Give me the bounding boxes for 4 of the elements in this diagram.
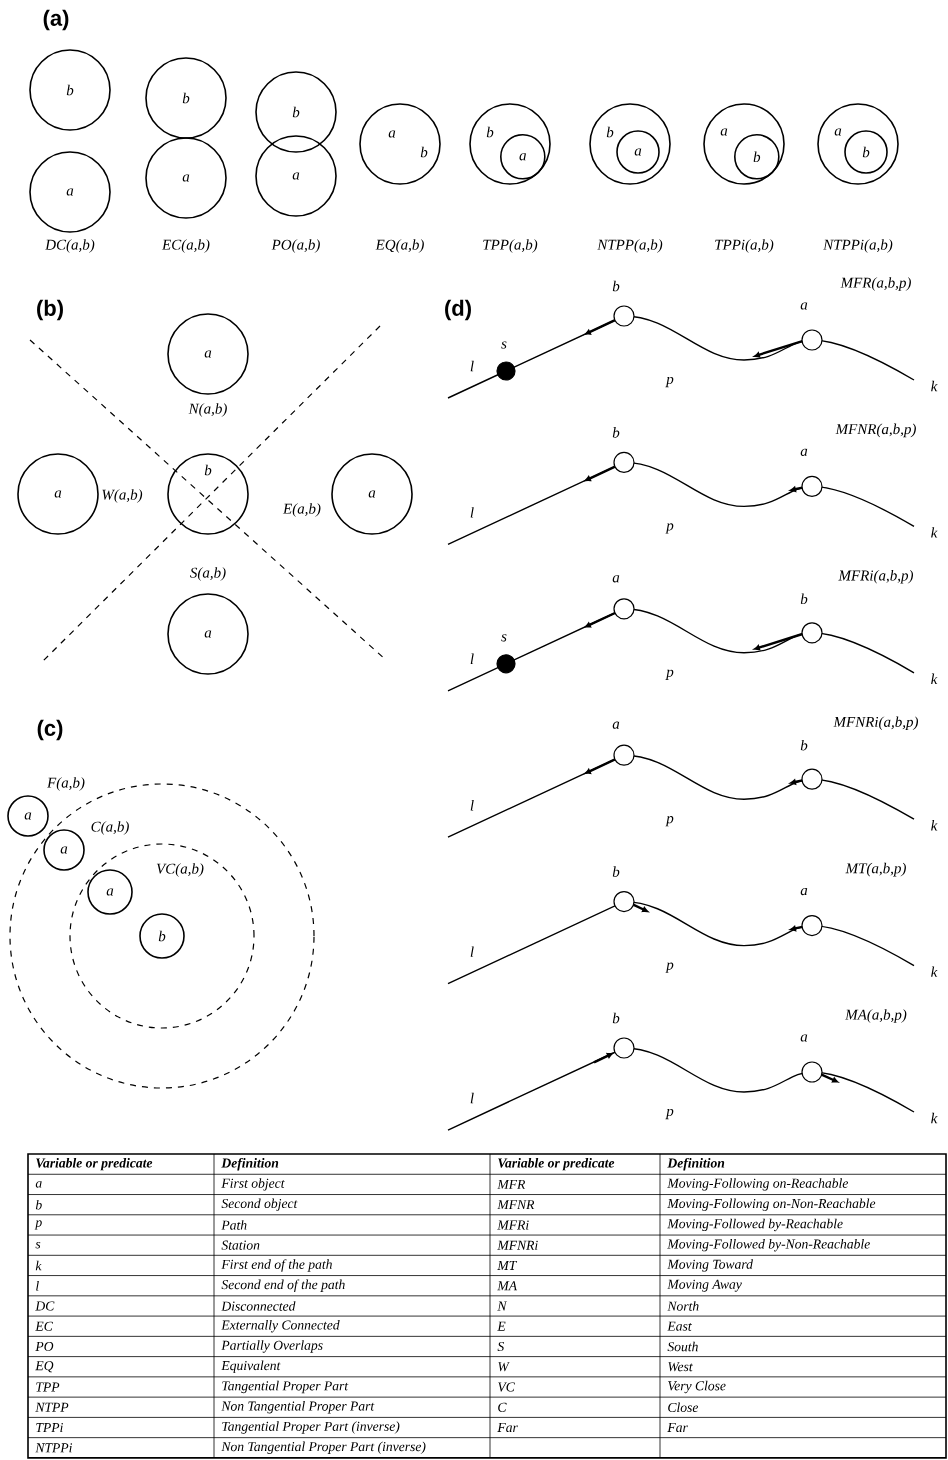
zone-circle [69,843,255,1029]
panel-label: (b) [37,299,63,321]
panel-label: (c) [37,719,63,741]
panel-label: (d) [445,299,471,321]
